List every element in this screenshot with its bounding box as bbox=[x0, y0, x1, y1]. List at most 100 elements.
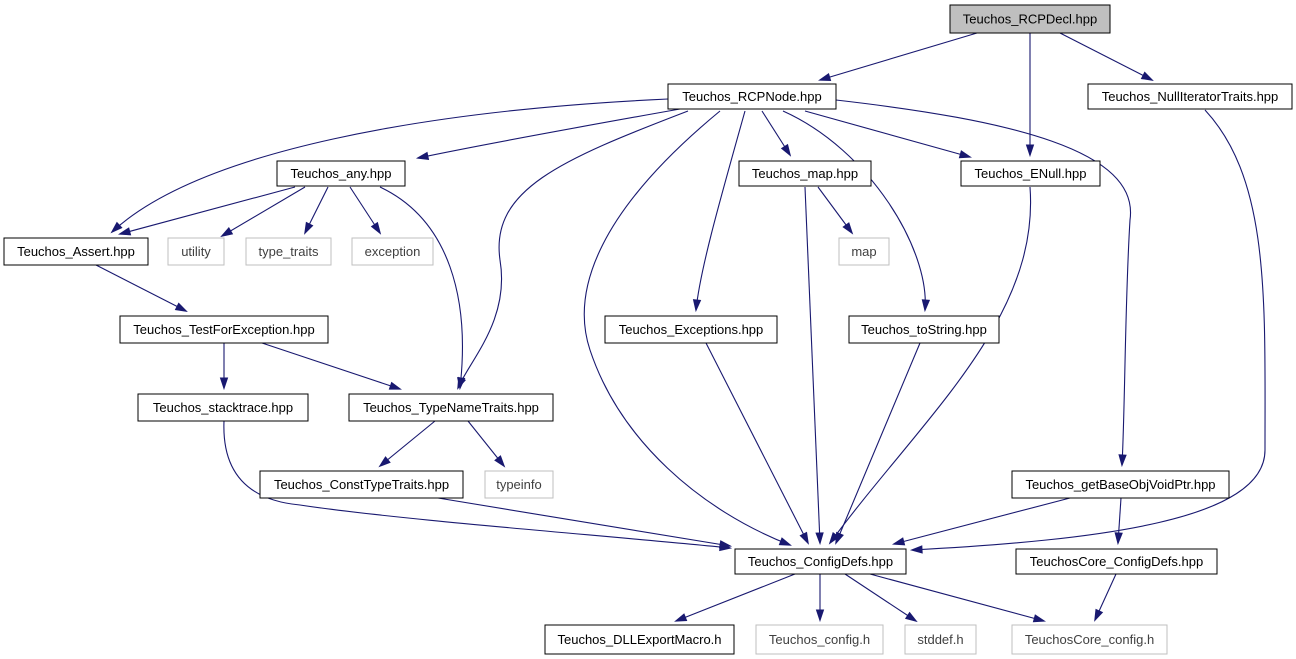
edge-testfor-to-stacktrace bbox=[219, 343, 229, 391]
node-any[interactable]: Teuchos_any.hpp bbox=[276, 160, 406, 187]
node-box bbox=[949, 4, 1111, 34]
node-box bbox=[3, 237, 149, 266]
arrowhead-icon bbox=[909, 545, 923, 554]
arrowhead-icon bbox=[304, 221, 314, 235]
edge-any-to-exception bbox=[349, 186, 382, 235]
node-consttype[interactable]: Teuchos_ConstTypeTraits.hpp bbox=[259, 470, 464, 499]
node-enull[interactable]: Teuchos_ENull.hpp bbox=[960, 160, 1101, 187]
arrowhead-icon bbox=[1118, 454, 1127, 468]
arrowhead-icon bbox=[388, 381, 402, 390]
edge-rcpnode-to-typename bbox=[457, 110, 689, 390]
node-label: Teuchos_toString.hpp bbox=[861, 322, 987, 337]
node-map: map bbox=[838, 237, 890, 266]
node-box bbox=[351, 237, 434, 266]
edge-any-to-typetraits bbox=[304, 186, 329, 235]
node-box bbox=[667, 83, 837, 110]
arrowhead-icon bbox=[1032, 614, 1047, 623]
arrowhead-icon bbox=[815, 609, 825, 623]
arrowhead-icon bbox=[1094, 608, 1104, 622]
node-mapf[interactable]: Teuchos_map.hpp bbox=[738, 160, 872, 187]
node-label: Teuchos_stacktrace.hpp bbox=[153, 400, 293, 415]
node-tostring[interactable]: Teuchos_toString.hpp bbox=[848, 315, 1000, 344]
edge-line bbox=[437, 497, 731, 547]
edge-coreconfigdefs-to-coreconfig bbox=[1094, 573, 1117, 622]
edge-getbase-to-coreconfigdefs bbox=[1114, 497, 1123, 546]
edge-mapf-to-configdefs bbox=[804, 186, 824, 546]
node-label: Teuchos_ConfigDefs.hpp bbox=[748, 554, 893, 569]
node-coreconfig: TeuchosCore_config.h bbox=[1011, 624, 1168, 655]
node-typetraits: type_traits bbox=[245, 237, 332, 266]
edge-nullit-to-configdefs bbox=[909, 109, 1266, 554]
node-box bbox=[848, 315, 1000, 344]
edge-line bbox=[111, 98, 669, 233]
node-typename[interactable]: Teuchos_TypeNameTraits.hpp bbox=[348, 393, 554, 422]
node-box bbox=[738, 160, 872, 187]
arrowhead-icon bbox=[835, 531, 844, 545]
edge-rcpdecl-to-nullit bbox=[1059, 32, 1154, 81]
edge-line bbox=[379, 420, 436, 467]
edge-typename-to-typeinfo bbox=[467, 420, 506, 468]
arrowhead-icon bbox=[457, 377, 466, 391]
node-label: Teuchos_TypeNameTraits.hpp bbox=[363, 400, 539, 415]
edge-layer bbox=[95, 32, 1266, 623]
node-label: exception bbox=[365, 244, 421, 259]
arrowhead-icon bbox=[220, 227, 234, 238]
edge-line bbox=[417, 108, 681, 159]
edge-line bbox=[835, 99, 1132, 466]
edge-rcpdecl-to-rcpnode bbox=[818, 32, 978, 82]
edge-rcpnode-to-assert bbox=[110, 98, 669, 234]
edge-any-to-typename bbox=[379, 186, 466, 391]
edge-line bbox=[675, 573, 796, 622]
edge-line bbox=[583, 110, 791, 546]
edge-line bbox=[893, 497, 1071, 545]
node-label: utility bbox=[181, 244, 211, 259]
node-label: Teuchos_ConstTypeTraits.hpp bbox=[274, 477, 449, 492]
node-label: Teuchos_any.hpp bbox=[291, 166, 392, 181]
edge-line bbox=[804, 186, 821, 544]
node-box bbox=[1015, 548, 1218, 575]
node-testfor[interactable]: Teuchos_TestForException.hpp bbox=[119, 315, 329, 344]
node-dllexport[interactable]: Teuchos_DLLExportMacro.h bbox=[544, 624, 735, 655]
edge-line bbox=[844, 573, 917, 622]
node-box bbox=[734, 548, 907, 575]
arrowhead-icon bbox=[891, 537, 906, 546]
edge-line bbox=[119, 186, 296, 235]
node-box bbox=[245, 237, 332, 266]
node-box bbox=[1087, 83, 1293, 110]
edge-typename-to-consttype bbox=[378, 420, 436, 468]
arrowhead-icon bbox=[674, 613, 688, 622]
edge-line bbox=[835, 342, 921, 544]
edge-configdefs-to-coreconfig bbox=[869, 573, 1047, 623]
node-rcpnode[interactable]: Teuchos_RCPNode.hpp bbox=[667, 83, 837, 110]
node-label: Teuchos_Exceptions.hpp bbox=[619, 322, 764, 337]
arrowhead-icon bbox=[370, 221, 382, 235]
node-exception: exception bbox=[351, 237, 434, 266]
arrowhead-icon bbox=[219, 377, 229, 391]
node-typeinfo: typeinfo bbox=[484, 470, 554, 499]
node-assert[interactable]: Teuchos_Assert.hpp bbox=[3, 237, 149, 266]
edge-rcpdecl-to-enull bbox=[1025, 33, 1035, 158]
arrowhead-icon bbox=[117, 227, 132, 236]
arrowhead-icon bbox=[1114, 532, 1123, 546]
arrowhead-icon bbox=[799, 531, 809, 545]
edge-any-to-utility bbox=[220, 186, 306, 238]
arrowhead-icon bbox=[842, 222, 854, 235]
edge-line bbox=[869, 573, 1045, 622]
node-label: TeuchosCore_ConfigDefs.hpp bbox=[1030, 554, 1203, 569]
node-configdefs[interactable]: Teuchos_ConfigDefs.hpp bbox=[734, 548, 907, 575]
arrowhead-icon bbox=[415, 151, 430, 160]
node-box bbox=[544, 624, 735, 655]
node-config: Teuchos_config.h bbox=[755, 624, 884, 655]
edge-configdefs-to-dllexport bbox=[674, 573, 796, 622]
node-stacktrace[interactable]: Teuchos_stacktrace.hpp bbox=[137, 393, 309, 422]
node-label: Teuchos_TestForException.hpp bbox=[133, 322, 314, 337]
node-nullit[interactable]: Teuchos_NullIteratorTraits.hpp bbox=[1087, 83, 1293, 110]
node-rcpdecl[interactable]: Teuchos_RCPDecl.hpp bbox=[949, 4, 1111, 34]
arrowhead-icon bbox=[778, 537, 792, 546]
node-exceptions[interactable]: Teuchos_Exceptions.hpp bbox=[604, 315, 778, 344]
node-getbase[interactable]: Teuchos_getBaseObjVoidPtr.hpp bbox=[1011, 470, 1230, 499]
node-coreconfigdefs[interactable]: TeuchosCore_ConfigDefs.hpp bbox=[1015, 548, 1218, 575]
arrowhead-icon bbox=[718, 540, 733, 549]
edge-line bbox=[95, 264, 187, 312]
